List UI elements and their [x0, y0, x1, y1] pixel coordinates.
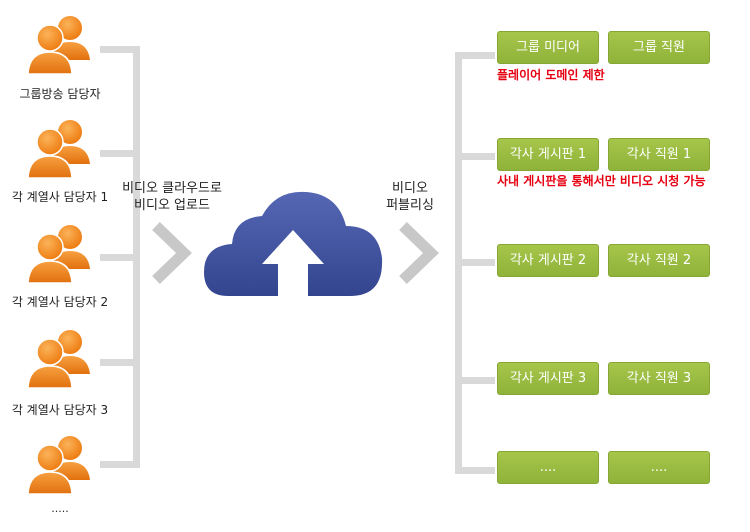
publish-caption-line2: 퍼블리싱	[386, 198, 434, 213]
uploader-label: .....	[51, 502, 69, 515]
destination-right: 각사 직원 1	[608, 138, 710, 171]
uploader-label: 각 계열사 담당자 2	[11, 295, 109, 309]
user-group-icon	[18, 118, 98, 180]
destination-right: 그룹 직원	[608, 31, 710, 64]
chevron-right-icon	[150, 222, 192, 288]
destination-note: 사내 게시판을 통해서만 비디오 시청 가능	[497, 174, 706, 188]
user-group-icon	[18, 434, 98, 496]
destination-right: ....	[608, 451, 710, 484]
chevron-right-icon	[397, 222, 439, 288]
destination-left: 각사 게시판 1	[497, 138, 599, 171]
destination-left: 그룹 미디어	[497, 31, 599, 64]
destination-left: ....	[497, 451, 599, 484]
user-group-icon	[18, 14, 98, 76]
upload-caption-line1: 비디오 클라우드로	[122, 181, 222, 196]
destination-note: 플레이어 도메인 제한	[497, 68, 605, 82]
uploader-label: 그룹방송 담당자	[19, 87, 101, 101]
upload-caption: 비디오 클라우드로 비디오 업로드	[112, 180, 232, 214]
destination-left: 각사 게시판 2	[497, 244, 599, 277]
uploader-label: 각 계열사 담당자 3	[11, 403, 109, 417]
destination-right: 각사 직원 2	[608, 244, 710, 277]
upload-caption-line2: 비디오 업로드	[134, 198, 210, 213]
uploader-label: 각 계열사 담당자 1	[11, 190, 109, 204]
publish-caption-line1: 비디오	[392, 181, 428, 196]
destination-left: 각사 게시판 3	[497, 362, 599, 395]
user-group-icon	[18, 223, 98, 285]
upload-cloud-icon	[202, 188, 384, 304]
user-group-icon	[18, 328, 98, 390]
destination-right: 각사 직원 3	[608, 362, 710, 395]
publish-caption: 비디오 퍼블리싱	[370, 180, 450, 214]
